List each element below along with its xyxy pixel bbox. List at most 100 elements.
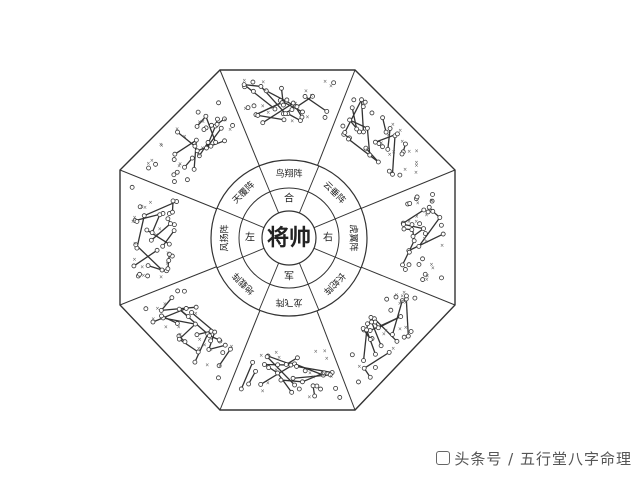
pattern-line <box>370 321 382 346</box>
pattern-dot <box>251 103 257 109</box>
pattern-dot <box>185 314 191 319</box>
pattern-dot <box>367 337 373 342</box>
pattern-mark: × <box>311 375 315 381</box>
pattern-line <box>150 223 171 241</box>
middle-label-3: 左 <box>245 231 255 244</box>
pattern-dot <box>386 168 392 174</box>
pattern-dot <box>421 226 426 231</box>
star-pattern-bottom-icon: ×××××××××××××× <box>238 348 343 400</box>
pattern-dot <box>408 329 414 334</box>
pattern-dot <box>416 262 422 267</box>
pattern-line <box>240 362 254 390</box>
pattern-mark: × <box>266 110 270 116</box>
pattern-dot <box>359 97 364 103</box>
pattern-line <box>373 318 398 342</box>
pattern-dot <box>425 209 431 215</box>
pattern-dot <box>375 325 381 331</box>
pattern-dot <box>262 362 267 367</box>
pattern-mark: × <box>392 150 396 156</box>
pattern-line <box>408 233 444 252</box>
pattern-mark: × <box>325 356 329 362</box>
pattern-dot <box>289 107 295 113</box>
pattern-dot <box>283 362 289 367</box>
pattern-mark: × <box>309 93 313 99</box>
pattern-dot <box>322 115 328 120</box>
pattern-dot <box>385 146 391 152</box>
pattern-dot <box>363 145 369 151</box>
pattern-dot <box>299 114 305 120</box>
pattern-dot <box>214 121 220 127</box>
sector-divider-0 <box>219 69 260 167</box>
pattern-dot <box>386 349 392 355</box>
pattern-dot <box>250 88 256 94</box>
pattern-dot <box>426 204 432 210</box>
pattern-mark: × <box>194 311 198 317</box>
pattern-dot <box>238 386 244 392</box>
pattern-mark: × <box>159 142 163 148</box>
pattern-mark: × <box>263 87 267 93</box>
pattern-dot <box>388 307 394 313</box>
pattern-mark: × <box>197 346 201 352</box>
star-pattern-top-left-icon: ×××××××××××××× <box>146 100 235 184</box>
pattern-line <box>391 135 396 175</box>
formation-label-2: 虎翼阵 <box>348 224 360 251</box>
ring-divider-2 <box>258 262 280 311</box>
pattern-dot <box>216 363 222 369</box>
pattern-mark: × <box>266 381 270 387</box>
pattern-dot <box>182 288 187 294</box>
pattern-dot <box>263 88 269 94</box>
pattern-dot <box>174 321 180 326</box>
pattern-dot <box>150 319 156 325</box>
pattern-dot <box>278 377 284 383</box>
watermark-text: 头条号 / 五行堂八字命理 <box>454 450 632 468</box>
center-label: 将帅 <box>267 225 311 251</box>
pattern-dot <box>409 227 415 233</box>
sector-divider-6 <box>119 266 217 306</box>
pattern-dot <box>174 169 180 175</box>
pattern-dot <box>159 313 164 319</box>
pattern-line <box>387 128 391 150</box>
pattern-mark: × <box>274 367 278 373</box>
pattern-mark: × <box>391 122 395 128</box>
pattern-dot <box>222 138 227 144</box>
pattern-dot <box>361 129 366 135</box>
pattern-line <box>344 99 363 133</box>
star-pattern-top-icon: ×××××××××××××× <box>241 78 337 126</box>
pattern-dot <box>137 271 142 277</box>
pattern-dot <box>378 343 384 349</box>
pattern-dot <box>300 109 305 115</box>
pattern-dot <box>399 298 405 304</box>
pattern-mark: × <box>382 331 386 337</box>
middle-label-0: 合 <box>284 192 294 205</box>
pattern-dot <box>172 151 178 157</box>
center-rings <box>210 159 368 317</box>
pattern-mark: × <box>400 139 404 145</box>
pattern-mark: × <box>379 140 383 146</box>
formation-label-4: 龙飞阵 <box>275 297 302 309</box>
pattern-dot <box>280 102 286 108</box>
pattern-mark: × <box>414 170 418 176</box>
pattern-mark: × <box>307 394 311 400</box>
pattern-mark: × <box>197 119 201 125</box>
pattern-dot <box>289 389 295 395</box>
pattern-dot <box>314 383 320 389</box>
pattern-dot <box>402 267 408 272</box>
pattern-mark: × <box>384 328 388 334</box>
pattern-dot <box>437 215 443 220</box>
pattern-dot <box>258 84 264 89</box>
pattern-dot <box>324 108 330 114</box>
pattern-dot <box>375 159 381 165</box>
pattern-mark: × <box>400 293 404 299</box>
pattern-mark: × <box>159 274 163 280</box>
pattern-dot <box>393 294 399 300</box>
pattern-mark: × <box>429 262 433 268</box>
pattern-line <box>296 365 333 374</box>
pattern-dot <box>212 329 218 335</box>
pattern-mark: × <box>304 89 308 95</box>
pattern-dot <box>367 374 373 380</box>
pattern-dot <box>205 140 211 145</box>
pattern-dot <box>387 126 393 131</box>
pattern-line <box>366 128 371 156</box>
pattern-dot <box>193 304 199 310</box>
